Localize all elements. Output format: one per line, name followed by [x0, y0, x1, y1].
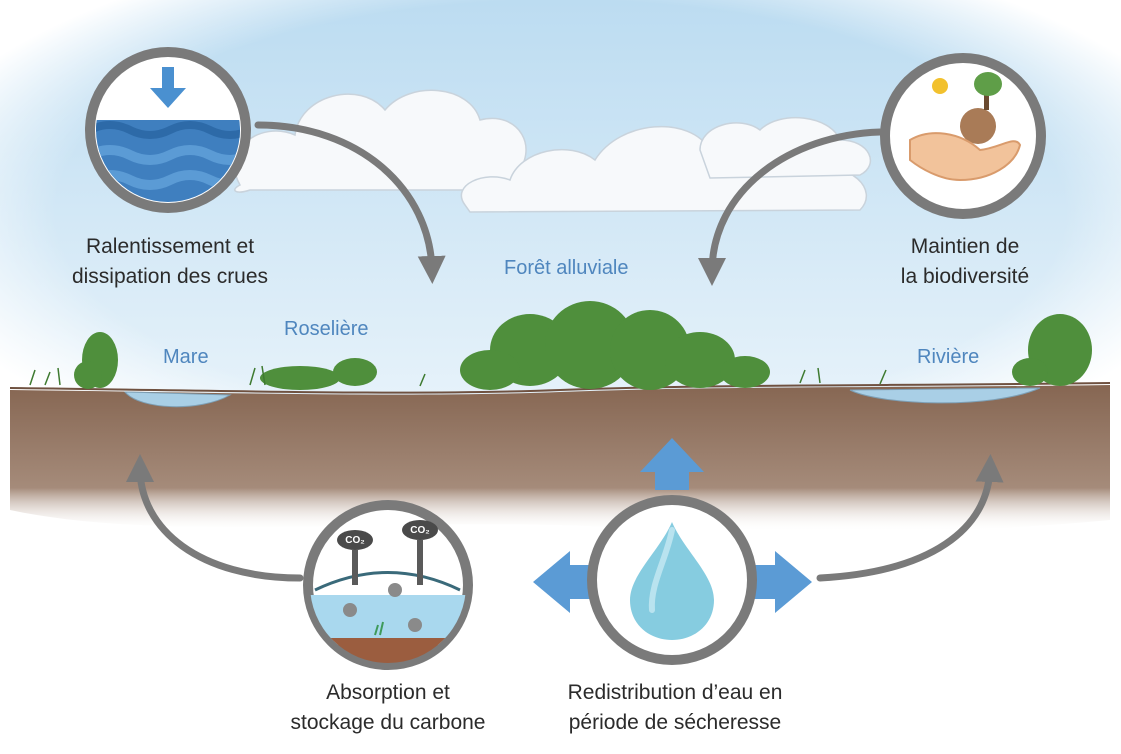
biodiversity-label-line1: Maintien de [910, 235, 1020, 258]
river-water [849, 387, 1041, 404]
hand-earth-icon [880, 53, 1046, 219]
sun-icon [932, 78, 948, 94]
clouds [233, 89, 872, 213]
pond-water [123, 391, 232, 408]
biodiversity-service-label: Maintien de la biodiversité [840, 232, 1090, 292]
down-arrow-icon [150, 67, 186, 108]
water-label-line1: Redistribution d’eau en [567, 681, 783, 704]
left-arrow [533, 551, 593, 613]
biodiversity-arrow [698, 128, 884, 286]
carbon-service-label: Absorption et stockage du carbone [258, 678, 518, 738]
co2-label: CO₂ [345, 535, 364, 546]
wave-arrow-icon [85, 47, 251, 213]
co2-absorption-icon: CO₂ CO₂ [303, 500, 473, 670]
carbon-label-line2: stockage du carbone [290, 711, 486, 734]
biodiversity-label-line2: la biodiversité [900, 265, 1030, 288]
reedbed-label: Roselière [284, 318, 369, 340]
flood-label-line2: dissipation des crues [71, 265, 269, 288]
reeds [29, 365, 887, 387]
forest-label: Forêt alluviale [504, 257, 629, 279]
redistribution-arrows [533, 438, 812, 613]
carbon-label-line1: Absorption et [326, 681, 450, 704]
vegetation [74, 301, 1092, 390]
connector-arrows [126, 121, 1004, 582]
right-arrow [752, 551, 812, 613]
flood-arrow [254, 121, 446, 284]
water-drop-icon [587, 495, 757, 665]
ground [9, 382, 1111, 532]
pond-label: Mare [163, 346, 209, 368]
river-label: Rivière [917, 346, 980, 368]
water-label-line2: période de sécheresse [568, 711, 782, 734]
flood-label-line1: Ralentissement et [85, 235, 255, 258]
flood-service-label: Ralentissement et dissipation des crues [30, 232, 310, 292]
carbon-arrow [126, 454, 304, 582]
water-bodies [123, 387, 1041, 408]
co2-label-2: CO₂ [410, 525, 429, 536]
up-arrow [640, 438, 704, 490]
water-service-label: Redistribution d’eau en période de séche… [530, 678, 820, 738]
water-right-arrow [816, 454, 1004, 582]
